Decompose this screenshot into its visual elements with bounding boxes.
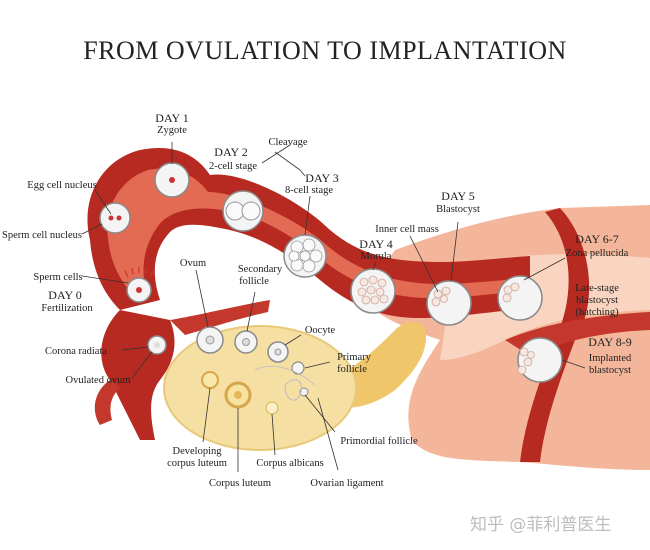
primary-follicle-shape <box>291 361 305 375</box>
fimbriae-tips <box>94 300 270 425</box>
diagram-title: FROM OVULATION TO IMPLANTATION <box>83 36 567 65</box>
day1-label: DAY 1 <box>155 111 189 125</box>
ovarian-ligament-label: Ovarian ligament <box>310 478 384 489</box>
blastocyst-label: Blastocyst <box>436 204 480 215</box>
primary-follicle-label: follicle <box>337 364 367 375</box>
egg-cell-nucleus-label: Egg cell nucleus <box>27 180 97 191</box>
developing-corpus-luteum-label: corpus luteum <box>167 458 227 469</box>
primordial-follicle-label: Primordial follicle <box>340 436 418 447</box>
ovum-label: Ovum <box>179 258 207 269</box>
day0-label: DAY 0 <box>48 288 82 302</box>
inner-cell-mass-label: Inner cell mass <box>375 224 439 235</box>
corpus-luteum-label: Corpus luteum <box>208 478 272 489</box>
day89-label: DAY 8-9 <box>588 335 632 349</box>
fallopian-tube-lumen <box>107 168 530 298</box>
day67-label: DAY 6-7 <box>575 232 619 246</box>
cleavage-label: Cleavage <box>268 137 308 148</box>
developing-corpus-luteum-shape <box>201 371 219 389</box>
sperm-cells-label: Sperm cells <box>33 272 83 283</box>
day3-label: DAY 3 <box>305 171 339 185</box>
hatching-label: (hatching) <box>575 307 619 318</box>
primary-label: Primary <box>337 352 371 363</box>
day5-label: DAY 5 <box>441 189 475 203</box>
zygote-egg-nucleus-cell <box>99 202 131 234</box>
secondary-follicle-label: follicle <box>239 276 269 287</box>
corona-radiata-label: Corona radiata <box>44 346 108 357</box>
late-stage-label: Late-stage <box>575 283 619 294</box>
ovary <box>163 325 357 451</box>
implanted-blastocyst-label: blastocyst <box>589 365 631 376</box>
day2-label: DAY 2 <box>214 145 248 159</box>
morula-label: Morula <box>360 251 392 262</box>
day4-label: DAY 4 <box>359 237 393 251</box>
eight-cell-label: 8-cell stage <box>284 185 334 196</box>
primordial-follicle-shape <box>299 387 309 397</box>
watermark: 知乎 @菲利普医生 <box>470 515 612 535</box>
developing-label: Developing <box>172 446 222 457</box>
late-stage-blastocyst-label: blastocyst <box>576 295 618 306</box>
ovulated-ovum-label: Ovulated ovum <box>65 375 131 386</box>
leader-lines <box>81 142 586 472</box>
corpus-albicans-label: Corpus albicans <box>256 458 324 469</box>
corpus-albicans-shape <box>265 401 279 415</box>
endometrium <box>520 208 590 462</box>
zygote-label: Zygote <box>157 125 187 136</box>
zona-pellucida-label: Zona pellucida <box>565 248 629 259</box>
secondary-label: Secondary <box>237 264 283 275</box>
two-cell-label: 2-cell stage <box>208 161 258 172</box>
implanted-label: Implanted <box>588 353 632 364</box>
sperm-cell-nucleus-label: Sperm cell nucleus <box>2 230 82 241</box>
oocyte-label: Oocyte <box>304 325 336 336</box>
fertilization-label: Fertilization <box>41 303 93 314</box>
